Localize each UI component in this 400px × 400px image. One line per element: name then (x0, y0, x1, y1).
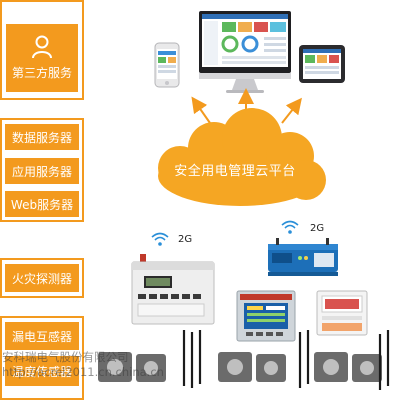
leakage-transformer-label: 漏电互感器 (11, 329, 72, 344)
cloud-shape (158, 108, 326, 206)
arrow-to-phone (191, 96, 211, 124)
wifi-icon-left (151, 232, 169, 246)
server-frame (0, 118, 84, 222)
desktop-monitor-icon (199, 11, 291, 93)
watermark-url: http://acrel2011.cn.china.cn (2, 365, 164, 379)
temperature-sensor-box: 温度传感器 (5, 356, 79, 386)
panel-meter-device (236, 290, 296, 342)
din-rail-meter-device (316, 290, 368, 336)
current-transformers (98, 330, 390, 390)
data-server-label: 数据服务器 (11, 130, 72, 145)
web-server-box: Web服务器 (5, 191, 79, 217)
smartphone-icon (154, 42, 180, 88)
gateway-device (268, 238, 338, 276)
user-icon (32, 35, 52, 59)
third-party-frame (0, 0, 84, 100)
third-party-service-label: 第三方服务 (11, 66, 72, 80)
leakage-transformer-box: 漏电互感器 (5, 322, 79, 350)
leakage-fire-monitor-device (131, 254, 215, 325)
cloud-platform-label: 安全用电管理云平台 (174, 164, 296, 179)
wifi-icon-right (281, 220, 299, 234)
watermark: 安科瑞电气股份有限公司 http://acrel2011.cn.china.cn (2, 350, 302, 380)
network-label-right: 2G (310, 223, 325, 234)
fire-detector-box: 火灾探测器 (5, 264, 79, 292)
data-server-box: 数据服务器 (5, 124, 79, 150)
tablet-icon (299, 45, 345, 83)
app-server-label: 应用服务器 (11, 164, 72, 179)
network-label-left: 2G (178, 234, 193, 245)
sensor-frame (0, 316, 84, 400)
third-party-service-box: 第三方服务 (6, 24, 78, 92)
arrow-to-tablet (281, 97, 302, 124)
temperature-sensor-label: 温度传感器 (11, 364, 72, 379)
app-server-box: 应用服务器 (5, 158, 79, 184)
watermark-company: 安科瑞电气股份有限公司 (2, 350, 129, 364)
fire-detector-frame (0, 258, 84, 298)
fire-detector-label: 火灾探测器 (11, 271, 72, 286)
web-server-label: Web服务器 (10, 197, 74, 212)
